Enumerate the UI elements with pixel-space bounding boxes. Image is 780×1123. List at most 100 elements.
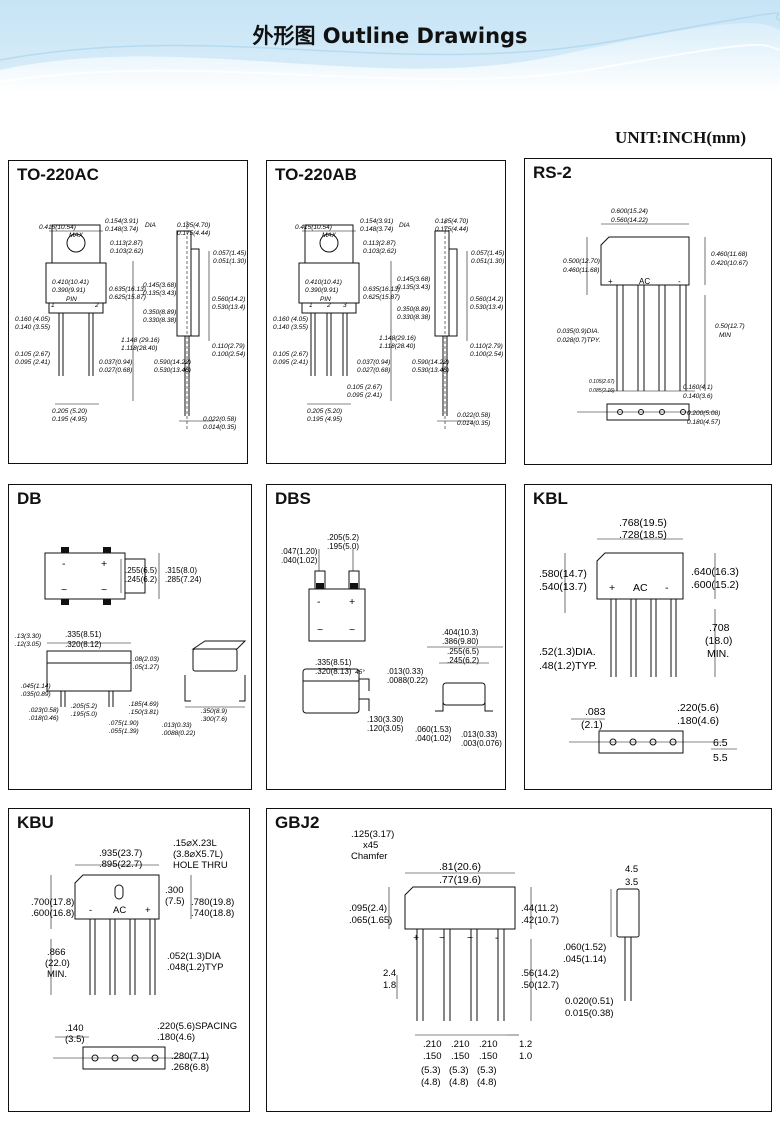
dim-label: 0.051(1.30) (471, 258, 504, 265)
dim-label: DIA (145, 222, 156, 229)
gbj2-drawing: + ~ ~ - .125(3.17) x45 Chamfer .81(20.6)… (349, 829, 640, 1088)
dim-label: 0.113(2.87) (110, 240, 143, 247)
dim-label: 2 (326, 302, 331, 309)
dim-label: 0.148(3.74) (360, 226, 393, 233)
dim-label: 0.460(11.68) (711, 251, 747, 258)
dim-label: 0.110(2.79) (470, 343, 503, 350)
dim-label: 0.022(0.58) (457, 412, 490, 419)
dim-label: 0.037(0.94) (99, 359, 132, 366)
dim-label: .048(1.2)TYP (167, 962, 224, 973)
dim-label: 0.037(0.94) (357, 359, 390, 366)
dim-label: .404(10.3) (442, 628, 479, 637)
dim-label: .003(0.076) (461, 739, 502, 748)
dim-label: .335(8.51) (65, 630, 102, 639)
dim-label: (18.0) (705, 635, 732, 647)
dim-label: 1 (309, 302, 313, 309)
dim-label: .220(5.6)SPACING (157, 1021, 237, 1032)
dim-label: .268(6.8) (171, 1062, 209, 1073)
dim-label: .210 (479, 1039, 498, 1050)
dim-label: MIN (719, 332, 731, 339)
dim-label: .255(6.5) (125, 566, 157, 575)
dim-label: 0.560(14.22) (611, 217, 648, 224)
dim-label: .42(10.7) (521, 915, 559, 926)
dim-label: 0.057(1.45) (471, 250, 504, 257)
dim-label: .0088(0.22) (387, 676, 428, 685)
dim-label: 0.105 (2.67) (273, 351, 308, 358)
dim-label: 0.205 (5.20) (307, 408, 342, 415)
dim-label: .866 (47, 947, 66, 958)
dim-label: (7.5) (165, 896, 185, 907)
dim-label: .055(1.39) (109, 728, 139, 735)
dim-label: MIN. (47, 969, 67, 980)
dim-label: 0.390(9.91) (305, 287, 338, 294)
banner-wave-graphic (0, 0, 780, 83)
dim-label: ~ (101, 584, 107, 596)
dim-label: .060(1.53) (415, 725, 452, 734)
dim-label: .245(6.2) (125, 575, 157, 584)
dim-label: DIA (399, 222, 410, 229)
dim-label: 0.154(3.91) (105, 218, 138, 225)
dim-label: .768(19.5) (619, 517, 667, 529)
dim-label: 0.100(2.54) (212, 351, 245, 358)
dim-label: .150 (479, 1051, 498, 1062)
panel-dbs: DBS - + ~ ~ .205(5.2) .195(5.0) .047(1.2… (266, 484, 506, 790)
dim-label: + (413, 932, 419, 944)
dim-label: .180(4.6) (677, 715, 719, 727)
dim-label: MIN. (707, 648, 729, 660)
dim-label: .013(0.33) (387, 667, 424, 676)
dim-label: 0.175(4.44) (177, 230, 210, 237)
dim-label: .56(14.2) (521, 968, 559, 979)
dim-label: 0.022(0.58) (203, 416, 236, 423)
dim-label: .045(1.14) (563, 954, 606, 965)
dim-label: .210 (423, 1039, 442, 1050)
dim-label: .15⌀X.23L (173, 838, 217, 849)
dim-label: (4.8) (449, 1077, 469, 1088)
dim-label: .255(6.5) (447, 647, 479, 656)
dim-label: 0.590(14.22) (412, 359, 449, 366)
dim-label: 0.015(0.38) (565, 1008, 614, 1019)
dim-label: .335(8.51) (315, 658, 352, 667)
dim-label: 0.160 (4.05) (15, 316, 50, 323)
dim-label: 0.105 (2.67) (15, 351, 50, 358)
dim-label: .095(2.4) (349, 903, 387, 914)
panel-title: DBS (275, 489, 311, 508)
dim-label: .047(1.20) (281, 547, 318, 556)
panel-to220ab: TO-220AB 0.415(10.54) MAX 0.154(3.91) 0.… (266, 160, 506, 464)
dim-label: 0.095 (2.41) (347, 392, 382, 399)
dim-label: 0.625(15.87) (109, 294, 146, 301)
dim-label: 5.5 (713, 752, 728, 764)
dim-label: 0.014(0.35) (457, 420, 490, 427)
dim-label: + (145, 905, 151, 916)
dim-label: 0.530(13.4) (212, 304, 245, 311)
dim-label: 3 (343, 302, 347, 309)
dim-label: 0.560(14.2) (212, 296, 245, 303)
dim-label: AC (113, 905, 126, 916)
dim-label: .130(3.30) (367, 715, 404, 724)
dim-label: .195(5.0) (327, 542, 359, 551)
dim-label: PIN (320, 296, 331, 303)
dim-label: .040(1.02) (415, 734, 452, 743)
dim-label: .350(8.9) (201, 708, 227, 715)
dim-label: 0.560(14.2) (470, 296, 503, 303)
dim-label: (5.3) (477, 1065, 497, 1076)
dim-label: 0.420(10.67) (711, 260, 748, 267)
dim-label: 0.135(3.43) (397, 284, 430, 291)
dim-label: (22.0) (45, 958, 70, 969)
dim-label: 0.160 (4.05) (273, 316, 308, 323)
dim-label: .195(5.0) (71, 711, 97, 718)
dim-label: 0.410(10.41) (305, 279, 342, 286)
dim-label: + (608, 277, 613, 286)
dim-label: 0.140(3.6) (683, 393, 713, 400)
dim-label: + (609, 582, 615, 594)
dim-label: .300(7.6) (201, 716, 227, 723)
dim-label: .580(14.7) (539, 568, 587, 580)
dim-label: 0.105 (2.67) (347, 384, 382, 391)
dim-label: 0.027(0.68) (99, 367, 132, 374)
dim-label: ~ (349, 624, 355, 636)
dim-label: .065(1.65) (349, 915, 392, 926)
dim-label: 0.415(10.54) (39, 224, 76, 231)
dim-label: 1.118(28.40) (379, 343, 415, 350)
dim-label: (4.8) (421, 1077, 441, 1088)
dim-label: 0.350(8.89) (143, 309, 176, 316)
dim-label: 0.460(11.68) (563, 267, 599, 274)
